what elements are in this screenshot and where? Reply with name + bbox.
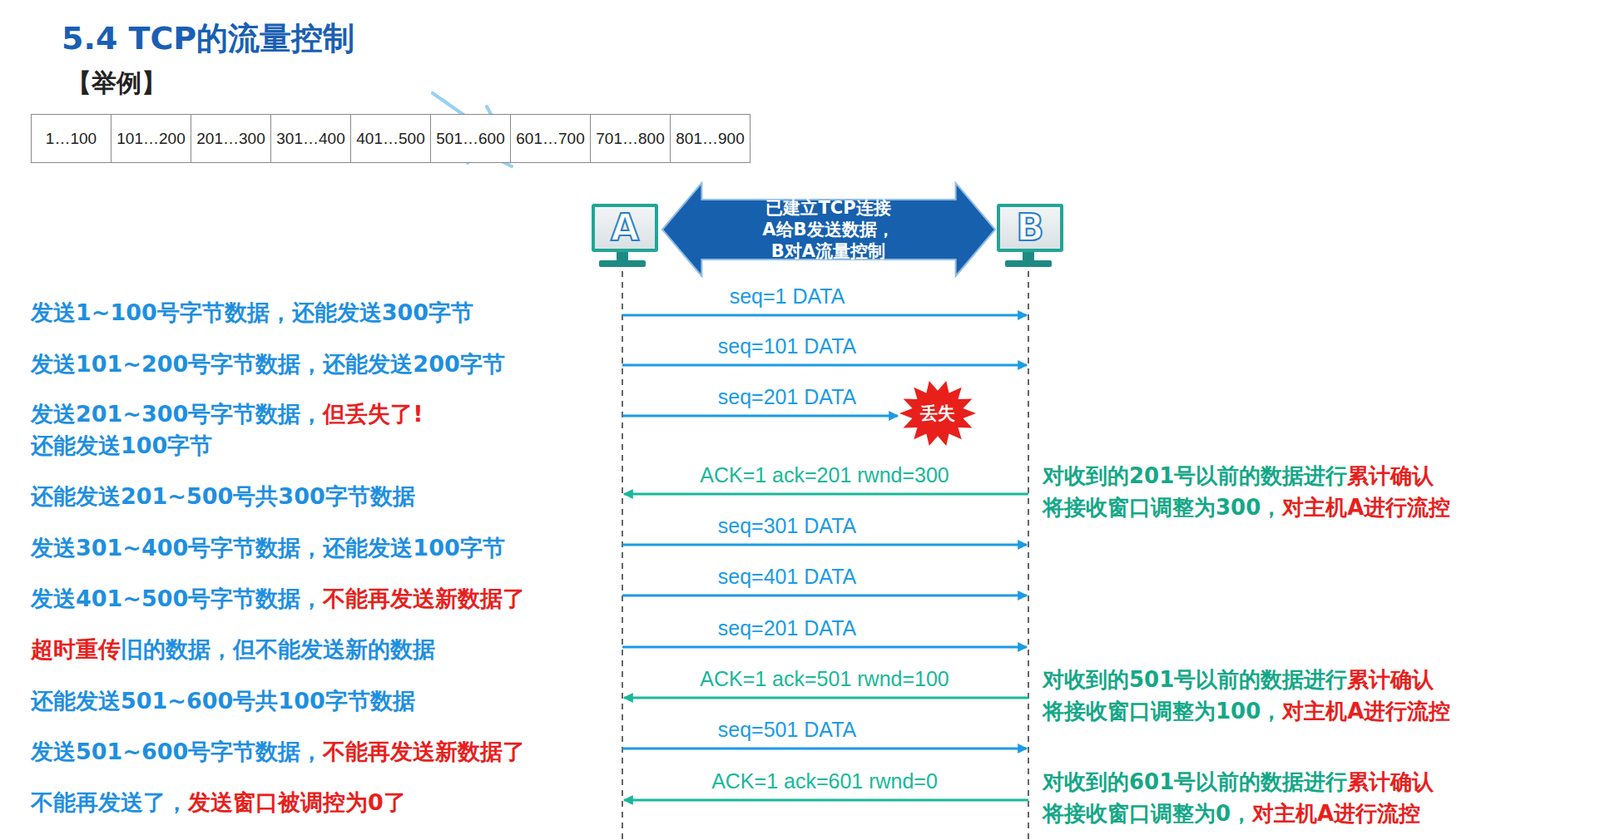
node-text: 501…600 bbox=[435, 129, 505, 149]
receiver-note: 对主机A进行流控 bbox=[1252, 802, 1421, 828]
message-arrow bbox=[622, 594, 1027, 598]
sender-note: 发送窗口被调控为0了 bbox=[188, 789, 407, 816]
byte-range-cell: 601…700 bbox=[510, 113, 591, 164]
sender-note: 还能发送201~500号共300字节数据 bbox=[30, 483, 416, 510]
receiver-note: 对收到的501号以前的数据进行 bbox=[1042, 668, 1348, 694]
byte-range-cell: 201…300 bbox=[190, 113, 272, 164]
sparkle-stroke bbox=[432, 93, 466, 117]
segment-label: ACK=1 ack=601 rwnd=0 bbox=[711, 769, 938, 794]
node-text: 201…300 bbox=[196, 129, 265, 149]
sender-note: 不能再发送新数据了 bbox=[322, 585, 526, 612]
node-text: 已建立TCP连接 A给B发送数据，B对A流量控制 bbox=[706, 197, 952, 263]
host-box: A bbox=[591, 203, 659, 253]
receiver-note: 对收到的601号以前的数据进行 bbox=[1042, 770, 1348, 796]
receiver-note: 累计确认 bbox=[1347, 464, 1434, 490]
sender-note: 不能再发送了， bbox=[30, 789, 189, 816]
loss-burst: 丢失 bbox=[898, 379, 977, 448]
message-arrow bbox=[624, 493, 1029, 496]
sender-note: 旧的数据，但不能发送新的数据 bbox=[120, 636, 436, 663]
message-arrow bbox=[622, 415, 898, 418]
message-arrow bbox=[624, 799, 1029, 803]
node-text: 丢失 bbox=[920, 401, 956, 426]
byte-range-cell: 501…600 bbox=[430, 113, 511, 164]
host-box: B bbox=[996, 203, 1064, 253]
band-shape bbox=[662, 183, 996, 277]
byte-range-cell: 701…800 bbox=[589, 113, 671, 164]
monitor-base bbox=[599, 260, 646, 268]
receiver-note: 累计确认 bbox=[1347, 668, 1434, 694]
segment-label: seq=301 DATA bbox=[718, 514, 857, 539]
sender-note: 发送501~600号字节数据， bbox=[30, 738, 323, 765]
message-arrow bbox=[622, 544, 1027, 547]
connection-arrow-band: 已建立TCP连接 A给B发送数据，B对A流量控制 bbox=[660, 181, 997, 278]
receiver-note: 将接收窗口调整为0， bbox=[1042, 802, 1253, 828]
sender-note: 超时重传 bbox=[30, 636, 121, 663]
segment-label: ACK=1 ack=501 rwnd=100 bbox=[699, 667, 950, 692]
node-text: A bbox=[610, 209, 640, 247]
receiver-note: 对主机A进行流控 bbox=[1282, 699, 1451, 725]
sender-note: 还能发送100字节 bbox=[30, 432, 213, 459]
byte-range-cell: 1…100 bbox=[30, 113, 112, 164]
burst-shape bbox=[899, 381, 976, 446]
segment-label: ACK=1 ack=201 rwnd=300 bbox=[699, 463, 950, 488]
segment-label: seq=1 DATA bbox=[729, 284, 846, 309]
message-arrow bbox=[622, 747, 1027, 751]
sender-note: 但丢失了! bbox=[322, 401, 423, 427]
receiver-note: 将接收窗口调整为100， bbox=[1042, 699, 1283, 725]
message-arrow bbox=[622, 646, 1027, 649]
node-text: B bbox=[1015, 209, 1045, 247]
sender-note: 发送201~300号字节数据， bbox=[30, 401, 323, 427]
node-text: 401…500 bbox=[356, 129, 425, 149]
lifeline bbox=[1027, 271, 1030, 840]
byte-range-cell: 101…200 bbox=[110, 113, 192, 164]
title: 5.4 TCP的流量控制 bbox=[61, 20, 355, 58]
segment-label: seq=501 DATA bbox=[718, 718, 857, 743]
node-text: 601…700 bbox=[515, 129, 585, 149]
segment-label: seq=101 DATA bbox=[718, 334, 857, 359]
segment-label: seq=201 DATA bbox=[718, 385, 857, 410]
node-text: 1…100 bbox=[45, 129, 97, 149]
node-text: 801…900 bbox=[675, 129, 744, 149]
byte-range-cell: 801…900 bbox=[669, 113, 751, 164]
lifeline bbox=[621, 271, 624, 840]
sender-note: 发送1~100号字节数据，还能发送300字节 bbox=[30, 299, 474, 326]
monitor-neck bbox=[616, 252, 629, 262]
message-arrow bbox=[622, 314, 1027, 318]
node-text: 701…800 bbox=[595, 129, 664, 149]
receiver-note: 累计确认 bbox=[1347, 770, 1434, 796]
monitor-neck bbox=[1022, 252, 1035, 262]
sender-note: 发送301~400号字节数据，还能发送100字节 bbox=[30, 534, 506, 561]
node-text: 301…400 bbox=[276, 129, 345, 149]
receiver-note: 对主机A进行流控 bbox=[1282, 495, 1451, 521]
sender-note: 还能发送501~600号共100字节数据 bbox=[30, 688, 416, 714]
sender-note: 发送101~200号字节数据，还能发送200字节 bbox=[30, 351, 506, 377]
message-arrow bbox=[622, 364, 1027, 367]
monitor-base bbox=[1005, 260, 1052, 268]
receiver-note: 将接收窗口调整为300， bbox=[1042, 495, 1283, 521]
message-arrow bbox=[624, 697, 1029, 700]
subheading: 【举例】 bbox=[66, 69, 167, 99]
node-text: 101…200 bbox=[116, 129, 185, 149]
sender-note: 不能再发送新数据了 bbox=[322, 738, 526, 765]
segment-label: seq=401 DATA bbox=[718, 564, 857, 590]
segment-label: seq=201 DATA bbox=[718, 616, 857, 641]
sender-note: 发送401~500号字节数据， bbox=[30, 585, 323, 612]
receiver-note: 对收到的201号以前的数据进行 bbox=[1042, 464, 1348, 490]
byte-range-cell: 301…400 bbox=[270, 113, 352, 164]
byte-range-cell: 401…500 bbox=[350, 113, 431, 164]
